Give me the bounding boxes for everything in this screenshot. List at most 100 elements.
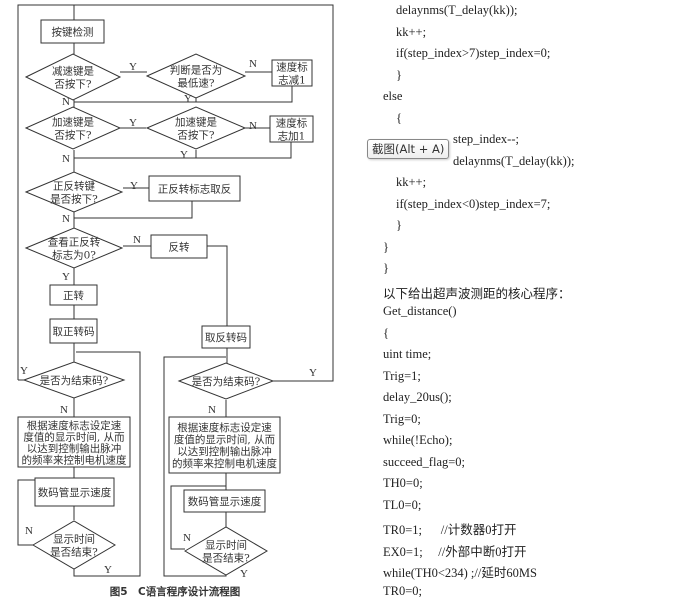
direction-flag-decision-text: 查看正反转 xyxy=(48,236,101,249)
reverse-box-text: 反转 xyxy=(169,241,190,254)
accelerate-key-decision-text: 否按下? xyxy=(54,129,91,142)
code-line: while(!Echo); xyxy=(383,433,453,447)
code-line: step_index--; xyxy=(453,132,519,146)
branch-label: Y xyxy=(180,149,188,161)
code-line: uint time; xyxy=(383,347,432,361)
code-line: } xyxy=(383,261,389,275)
branch-label: Y xyxy=(309,367,317,379)
figure-caption: 图5 C语言程序设计流程图 xyxy=(109,586,241,598)
code-line: 以下给出超声波测距的核心程序： xyxy=(383,286,571,301)
decelerate-key-decision-text: 减速键是 xyxy=(52,65,94,78)
key-detect-box-text: 按键检测 xyxy=(52,26,94,39)
code-line: if(step_index<0)step_index=7; xyxy=(396,196,551,211)
get-forward-code-box xyxy=(49,318,98,344)
code-line: { xyxy=(396,110,402,125)
display-speed-box-right-text: 数码管显示速度 xyxy=(188,495,262,508)
decelerate-key-decision xyxy=(24,53,122,101)
display-speed-box-right xyxy=(183,489,266,513)
code-line: delaynms(T_delay(kk)); xyxy=(396,3,518,17)
decelerate-key-decision-text: 否按下? xyxy=(54,78,91,91)
direction-flag-decision-text: 标志为0? xyxy=(52,249,96,262)
branch-label: N xyxy=(60,404,68,416)
branch-label: N xyxy=(62,96,70,108)
speed-setting-box-right-text: 以达到控制输出脉冲 xyxy=(177,445,272,458)
speed-flag-increment-box-text: 志加1 xyxy=(278,130,306,143)
code-line: Get_distance() xyxy=(383,304,457,318)
connector-line xyxy=(170,485,226,550)
code-line: kk++; xyxy=(396,175,427,189)
branch-label: N xyxy=(133,234,141,246)
speed-setting-box-right-text: 度值的显示时间, 从而 xyxy=(174,433,275,446)
end-code-decision-left xyxy=(22,361,126,399)
min-speed-decision xyxy=(145,53,247,99)
code-line: delaynms(T_delay(kk)); xyxy=(453,153,575,168)
branch-label: Y xyxy=(240,568,248,580)
code-line: delay_20us(); xyxy=(383,390,452,404)
connector-line xyxy=(207,245,228,326)
speed-flag-increment-box xyxy=(269,115,314,143)
speed-setting-box-right-text: 根据速度标志设定速 xyxy=(177,421,272,434)
code-line: TR0=0; xyxy=(383,583,422,598)
branch-label: N xyxy=(62,213,70,225)
branch-label: Y xyxy=(20,365,28,377)
code-line: else xyxy=(383,89,403,103)
display-speed-box-left-text: 数码管显示速度 xyxy=(38,486,112,499)
direction-flag-toggle-box-text: 正反转标志取反 xyxy=(158,183,232,196)
speed-setting-box-left-text: 以达到控制输出脉冲 xyxy=(27,442,122,455)
speed-flag-decrement-box xyxy=(271,59,313,87)
direction-flag-decision xyxy=(24,227,124,269)
speed-flag-decrement-box-text: 志减1 xyxy=(278,74,306,87)
speed-setting-box-right xyxy=(168,416,281,474)
display-time-decision-left-text: 是否结束? xyxy=(50,546,98,559)
speed-setting-box-left-text: 的频率来控制电机速度 xyxy=(22,453,127,466)
code-line: } xyxy=(396,218,402,232)
speed-flag-decrement-box-text: 速度标 xyxy=(276,61,308,74)
end-code-decision-left-text: 是否为结束码? xyxy=(40,374,109,387)
branch-label: N xyxy=(25,525,33,537)
code-line: } xyxy=(383,239,389,254)
reverse-box xyxy=(150,234,208,259)
direction-key-decision xyxy=(24,171,124,213)
connector-line xyxy=(17,4,334,382)
connector-line xyxy=(74,142,292,159)
get-reverse-code-box-text: 取反转码 xyxy=(205,331,247,344)
screenshot-tooltip: 截图(Alt + A) xyxy=(367,139,450,159)
speed-setting-box-left xyxy=(17,416,131,468)
end-code-decision-right xyxy=(177,362,275,400)
display-time-decision-left xyxy=(32,520,116,570)
speed-setting-box-left-text: 根据速度标志设定速 xyxy=(27,419,122,432)
program-flowchart: 按键检测减速键是否按下?判断是否为最低速?速度标志减1加速键是否按下?加速键是否… xyxy=(17,4,334,580)
connector-line xyxy=(163,356,227,577)
display-time-decision-right-text: 是否结束? xyxy=(202,552,250,565)
code-line: succeed_flag=0; xyxy=(383,454,466,469)
connector-line xyxy=(74,201,193,219)
code-line: if(step_index>7)step_index=0; xyxy=(396,46,551,60)
branch-label: Y xyxy=(130,180,138,192)
code-line: Trig=0; xyxy=(383,411,421,426)
accelerate-key-decision-2-text: 否按下? xyxy=(177,129,214,142)
code-line: Trig=1; xyxy=(383,368,421,383)
accelerate-key-decision-text: 加速键是 xyxy=(52,116,94,129)
accelerate-key-decision xyxy=(24,106,122,150)
speed-setting-box-right-text: 的频率来控制电机速度 xyxy=(172,457,277,470)
code-line: TR0=1; //计数器0打开 xyxy=(383,523,517,537)
branch-label: N xyxy=(208,404,216,416)
branch-label: Y xyxy=(129,117,137,129)
accelerate-key-decision-2-text: 加速键是 xyxy=(175,116,217,129)
branch-label: Y xyxy=(104,564,112,576)
min-speed-decision-text: 判断是否为 xyxy=(170,64,223,77)
display-speed-box-left xyxy=(34,477,115,507)
display-time-decision-right-text: 显示时间 xyxy=(205,539,247,552)
code-line: TH0=0; xyxy=(383,476,423,490)
direction-flag-toggle-box xyxy=(148,175,241,202)
branch-label: Y xyxy=(184,93,192,105)
key-detect-box xyxy=(40,19,105,44)
end-code-decision-right-text: 是否为结束码? xyxy=(192,375,261,388)
accelerate-key-decision-2 xyxy=(145,106,247,150)
code-line: { xyxy=(383,325,389,340)
branch-label: N xyxy=(249,58,257,70)
branch-label: Y xyxy=(129,61,137,73)
code-line: while(TH0<234) ;//延时60MS xyxy=(383,566,537,580)
branch-label: N xyxy=(249,120,257,132)
branch-label: N xyxy=(183,532,191,544)
